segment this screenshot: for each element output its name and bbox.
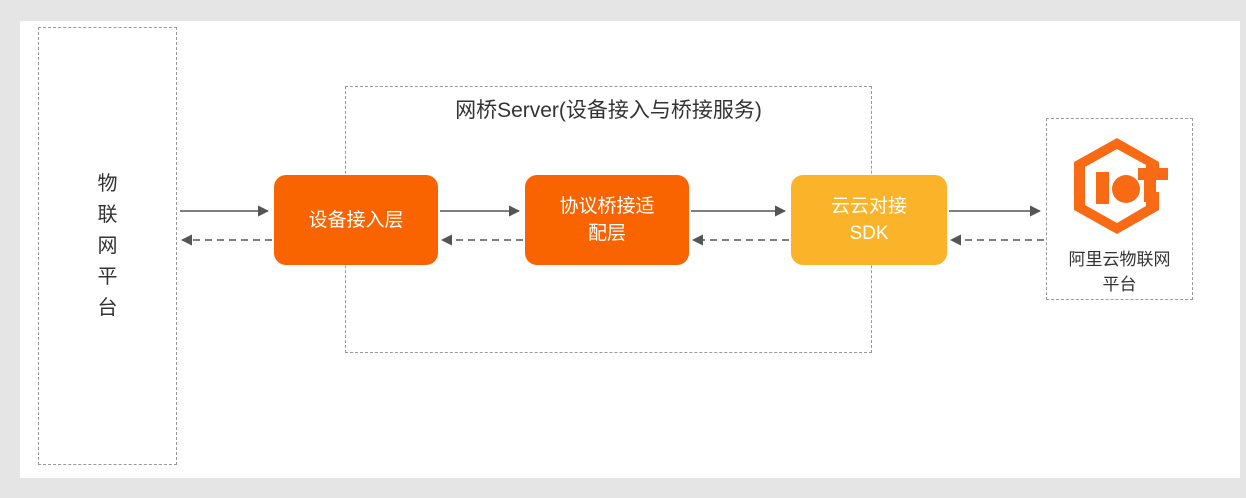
alibaba-cloud-iot-logo-icon <box>1074 138 1168 234</box>
box-cloud-sdk-label-line-1: 云云对接 <box>830 196 907 217</box>
box-protocol-adapter-label-line-2: 配层 <box>587 223 626 244</box>
box-cloud-sdk-label: 云云对接 SDK <box>831 193 907 247</box>
iot-platform-label-line-2: 平台 <box>1102 275 1137 294</box>
box-device-access-label: 设备接入层 <box>308 209 404 231</box>
box-protocol-adapter-label-line-1: 协议桥接适 <box>559 196 655 217</box>
left-platform-char-2: 联 <box>97 203 118 226</box>
alibaba-cloud-iot-platform-label: 阿里云物联网 平台 <box>1046 247 1193 297</box>
left-platform-char-4: 平 <box>97 265 118 288</box>
alibaba-cloud-iot-platform-container <box>1046 118 1193 300</box>
left-platform-char-5: 台 <box>97 296 118 319</box>
left-platform-char-3: 网 <box>97 234 118 257</box>
left-iot-platform-label: 物 联 网 平 台 <box>38 27 177 465</box>
iot-platform-label-line-1: 阿里云物联网 <box>1068 250 1171 269</box>
box-device-access-layer[interactable]: 设备接入层 <box>274 175 438 265</box>
bridge-server-title: 网桥Server(设备接入与桥接服务) <box>455 99 762 122</box>
box-cloud-to-cloud-sdk[interactable]: 云云对接 SDK <box>791 175 947 265</box>
box-protocol-bridge-adapter-layer[interactable]: 协议桥接适 配层 <box>525 175 689 265</box>
box-cloud-sdk-label-line-2: SDK <box>849 223 889 244</box>
left-platform-char-1: 物 <box>97 172 118 195</box>
left-iot-platform-container <box>38 27 177 465</box>
box-protocol-adapter-label: 协议桥接适 配层 <box>559 193 654 247</box>
